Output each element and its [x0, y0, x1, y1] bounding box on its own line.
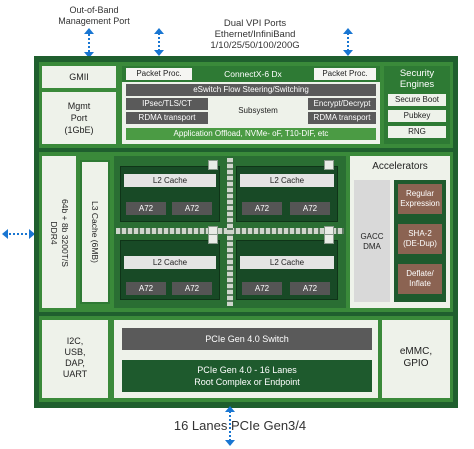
- a72-core: A72: [290, 282, 330, 295]
- packet-proc-left: Packet Proc.: [126, 68, 192, 80]
- rdma-left-box: RDMA transport: [126, 112, 208, 124]
- sha2-box: SHA-2 (DE-Dup): [398, 224, 442, 254]
- a72-core: A72: [242, 282, 282, 295]
- l2-cache-2: L2 Cache: [240, 174, 334, 187]
- root-complex-box: PCIe Gen 4.0 - 16 Lanes Root Complex or …: [122, 360, 372, 392]
- ddr4-box: [42, 156, 76, 308]
- pcie-lanes-label: 16 Lanes PCIe Gen3/4: [173, 418, 307, 433]
- mgmt-arrow-icon: [88, 30, 90, 56]
- subsystem-label: Subsystem: [238, 106, 278, 115]
- ddr-arrow-icon: [6, 233, 34, 235]
- gacc-dma-box: [354, 180, 390, 302]
- ipsec-box: IPsec/TLS/CT: [126, 98, 208, 110]
- security-title: Security Engines: [399, 68, 435, 90]
- a72-core: A72: [172, 282, 212, 295]
- io-box: I2C, USB, DAP, UART: [42, 320, 108, 398]
- mgmt-port-label: Out-of-Band Management Port: [58, 5, 130, 26]
- accelerators-title: Accelerators: [372, 161, 428, 172]
- pcie-switch-box: PCIe Gen 4.0 Switch: [122, 328, 372, 350]
- a72-core: A72: [126, 202, 166, 215]
- secure-boot-box: Secure Boot: [388, 94, 446, 106]
- bluefield-chip: GMII Mgmt Port (1GbE) Packet Proc. Conne…: [34, 56, 458, 408]
- l3-label: L3 Cache (6MB): [90, 201, 100, 263]
- ring-bus-v: [227, 158, 233, 306]
- ring-node: [208, 160, 218, 170]
- packet-proc-right: Packet Proc.: [314, 68, 376, 80]
- a72-core: A72: [172, 202, 212, 215]
- eswitch-box: eSwitch Flow Steering/Switching: [126, 84, 376, 96]
- encrypt-box: Encrypt/Decrypt: [308, 98, 376, 110]
- rdma-right-box: RDMA transport: [308, 112, 376, 124]
- pubkey-box: Pubkey: [388, 110, 446, 122]
- vpi-arrow-left-icon: [158, 30, 160, 54]
- l2-cache-1: L2 Cache: [124, 174, 216, 187]
- gmii-box: GMII: [42, 66, 116, 88]
- gacc-dma-label: GACC DMA: [360, 232, 384, 251]
- rng-box: RNG: [388, 126, 446, 138]
- ring-node: [324, 160, 334, 170]
- ring-node: [324, 234, 334, 244]
- l3-cache-box: [80, 160, 110, 304]
- mgmt-port-box: Mgmt Port (1GbE): [42, 92, 116, 144]
- a72-core: A72: [290, 202, 330, 215]
- a72-core: A72: [126, 282, 166, 295]
- pcie-arrow-icon: [229, 408, 231, 444]
- regex-box: Regular Expression: [398, 184, 442, 214]
- vpi-arrow-right-icon: [347, 30, 349, 54]
- ring-node: [208, 234, 218, 244]
- a72-core: A72: [242, 202, 282, 215]
- app-offload-box: Application Offload, NVMe- oF, T10-DIF, …: [126, 128, 376, 140]
- emmc-box: eMMC, GPIO: [382, 320, 450, 398]
- ddr4-label: 64b + 8b 3200T/S DDR4: [49, 199, 70, 267]
- connectx-title: ConnectX-6 Dx: [224, 69, 282, 79]
- l2-cache-3: L2 Cache: [124, 256, 216, 269]
- l2-cache-4: L2 Cache: [240, 256, 334, 269]
- mgmt-arrow-head-icon: [84, 28, 94, 34]
- vpi-ports-label: Dual VPI Ports Ethernet/InfiniBand 1/10/…: [210, 18, 300, 51]
- deflate-box: Deflate/ Inflate: [398, 264, 442, 294]
